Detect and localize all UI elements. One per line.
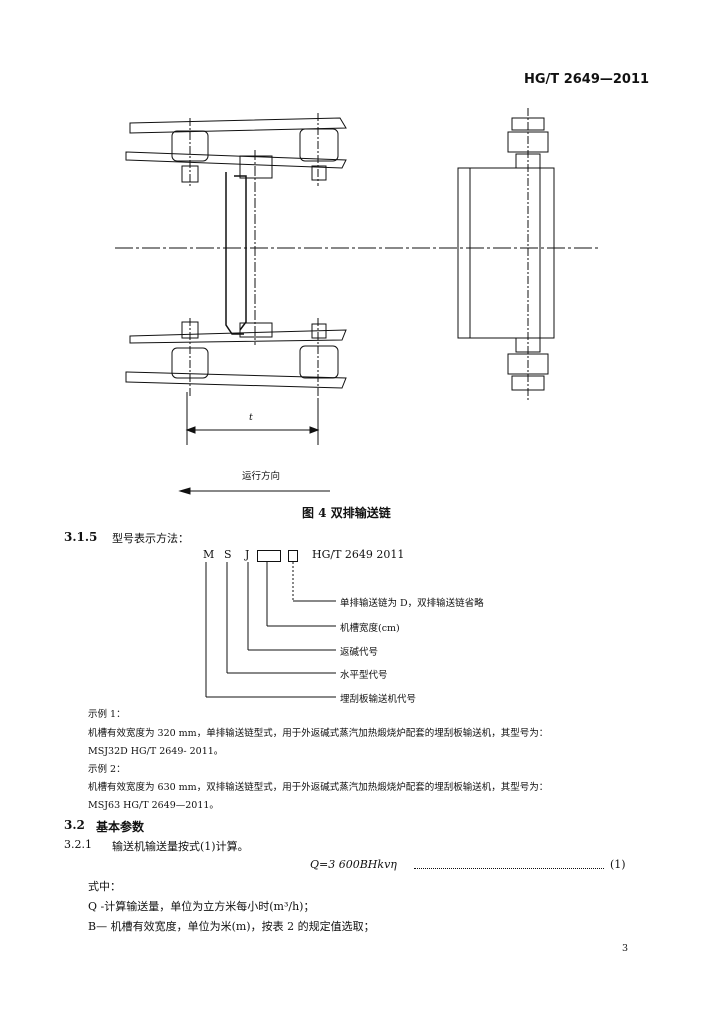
side-view-body bbox=[457, 167, 555, 339]
width-box bbox=[257, 550, 281, 562]
upper-bottom-plate bbox=[125, 151, 347, 169]
model-letter-m: M bbox=[203, 548, 215, 561]
nut-upper-left bbox=[181, 165, 199, 183]
legend-return-code: 返碱代号 bbox=[340, 647, 379, 658]
formula-number: (1) bbox=[610, 858, 626, 871]
scraper-bar bbox=[225, 172, 244, 335]
figure-caption: 图 4 双排输送链 bbox=[302, 506, 391, 520]
legend-trough-width: 机槽宽度(cm) bbox=[340, 623, 400, 634]
nut-upper-right bbox=[311, 165, 327, 181]
section-315-title: 型号表示方法： bbox=[112, 532, 189, 545]
page-number: 3 bbox=[622, 943, 629, 954]
nut-lower-right bbox=[311, 323, 327, 339]
example-1-model: MSJ32D HG/T 2649- 2011。 bbox=[88, 746, 224, 757]
dimension-label: t bbox=[249, 412, 253, 423]
example-1-text: 机槽有效宽度为 320 mm，单排输送链型式，用于外返碱式蒸汽加热煅烧炉配套的埋… bbox=[88, 728, 549, 739]
section-321-number: 3.2.1 bbox=[64, 838, 92, 851]
legend-row-type: 单排输送链为 D，双排输送链省略 bbox=[340, 598, 484, 609]
where-label: 式中： bbox=[88, 880, 121, 893]
type-box bbox=[288, 550, 298, 562]
lower-top-plate bbox=[129, 329, 347, 344]
section-32-title: 基本参数 bbox=[96, 820, 145, 834]
model-letter-j: J bbox=[245, 548, 250, 561]
upper-top-plate bbox=[129, 117, 347, 134]
roller-upper-right bbox=[299, 128, 339, 162]
bolt-block-upper bbox=[239, 155, 273, 179]
legend-conveyor-code: 埋刮板输送机代号 bbox=[340, 694, 417, 705]
section-32-number: 3.2 bbox=[64, 818, 85, 832]
direction-label: 运行方向 bbox=[242, 471, 281, 482]
section-315-number: 3.1.5 bbox=[64, 530, 98, 544]
example-2-text: 机槽有效宽度为 630 mm，双排输送链型式，用于外返碱式蒸汽加热煅烧炉配套的埋… bbox=[88, 782, 549, 793]
example-1-label: 示例 1： bbox=[88, 709, 126, 720]
formula-leader bbox=[414, 868, 604, 869]
roller-lower-right bbox=[299, 345, 339, 379]
example-2-label: 示例 2： bbox=[88, 764, 126, 775]
section-321-text: 输送机输送量按式(1)计算。 bbox=[112, 840, 249, 853]
legend-horizontal-code: 水平型代号 bbox=[340, 670, 388, 681]
lower-bottom-plate bbox=[125, 371, 347, 389]
model-letter-s: S bbox=[224, 548, 232, 561]
standard-number: HG/T 2649—2011 bbox=[524, 72, 650, 87]
b-definition: B— 机槽有效宽度，单位为米(m)，按表 2 的规定值选取； bbox=[88, 920, 375, 933]
example-2-model: MSJ63 HG/T 2649—2011。 bbox=[88, 800, 219, 811]
q-definition: Q -计算输送量，单位为立方米每小时(m³/h)； bbox=[88, 900, 315, 913]
nut-lower-left bbox=[181, 321, 199, 339]
model-standard: HG/T 2649 2011 bbox=[312, 548, 405, 561]
formula: Q=3 600BHkvη bbox=[310, 858, 397, 871]
